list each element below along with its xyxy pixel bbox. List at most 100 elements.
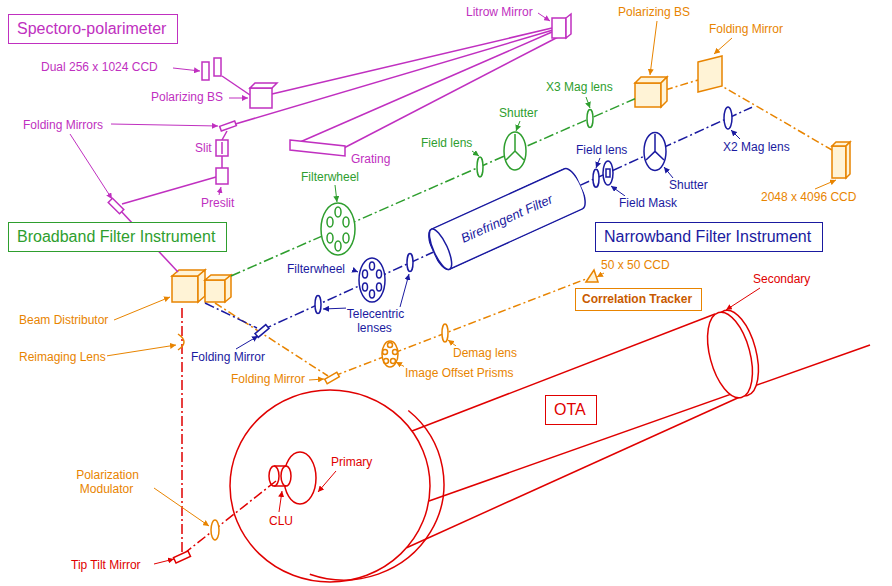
broadband-optics	[231, 99, 635, 276]
narrowband-optics	[596, 158, 600, 168]
tracker-optics	[106, 345, 176, 356]
narrowband-optics	[611, 186, 625, 196]
spectropolarimeter-optics	[111, 124, 218, 126]
broadband-optics	[335, 241, 341, 251]
tracker-optics	[154, 488, 209, 526]
tracker-optics	[846, 142, 850, 178]
broadband-optics	[587, 110, 593, 128]
broadband-optics	[586, 97, 590, 108]
spectropolarimeter-optics	[300, 32, 552, 142]
broadband-optics	[516, 121, 520, 131]
narrowband-optics	[644, 132, 666, 170]
part-label: Folding Mirror	[230, 372, 306, 386]
narrowband-optics	[603, 161, 613, 185]
narrowband-optics	[370, 290, 375, 298]
narrowband-optics	[606, 169, 610, 177]
tracker-optics	[815, 180, 836, 189]
telescope-optics	[173, 551, 190, 563]
part-label: Polarizing BS	[150, 90, 224, 104]
label-anchor: Dual 256 x 1024 CCD	[40, 60, 159, 74]
narrowband-optics	[315, 296, 321, 314]
label-anchor: Tip Tilt Mirror	[70, 558, 142, 572]
part-label: Shutter	[498, 106, 539, 120]
broadband-optics	[231, 97, 635, 276]
tracker-optics	[198, 270, 205, 302]
instrument-title: Narrowband Filter Instrument	[604, 227, 811, 246]
label-anchor: Secondary	[752, 272, 811, 286]
spectropolarimeter-optics	[272, 28, 552, 94]
spectropolarimeter-optics	[108, 198, 124, 214]
tracker-optics	[205, 280, 225, 302]
spectropolarimeter-optics	[222, 76, 250, 95]
instrument-title: Correlation Tracker	[582, 292, 692, 306]
narrowband-optics	[664, 167, 673, 178]
narrowband-optics	[377, 270, 382, 278]
part-label: Field lens	[575, 143, 628, 157]
label-anchor: Field lens	[420, 136, 473, 150]
instrument-box: OTA	[545, 395, 597, 425]
tracker-optics	[393, 350, 398, 355]
spectropolarimeter-optics	[250, 83, 277, 88]
narrowband-optics	[323, 308, 348, 309]
label-anchor: Polarization Modulator	[62, 468, 152, 496]
broadband-optics	[335, 207, 341, 217]
telescope-optics	[407, 396, 742, 548]
tracker-optics	[635, 83, 661, 107]
part-label: X2 Mag lens	[722, 140, 791, 154]
part-label: Polarization Modulator	[75, 468, 139, 496]
tracker-optics	[832, 146, 846, 178]
part-label: Polarizing BS	[617, 5, 691, 19]
spectropolarimeter-optics	[566, 14, 571, 38]
part-label: 2048 x 4096 CCD	[760, 190, 857, 204]
instrument-title: Broadband Filter Instrument	[17, 227, 215, 246]
tracker-optics	[665, 80, 698, 90]
label-anchor: Primary	[330, 455, 373, 469]
tracker-optics	[597, 273, 604, 277]
label-anchor: Field Mask	[618, 196, 678, 210]
part-label: Tip Tilt Mirror	[70, 558, 142, 572]
narrowband-optics	[377, 283, 382, 291]
narrowband-optics	[724, 107, 732, 129]
tracker-optics	[388, 343, 393, 348]
part-label: Slit	[194, 141, 213, 155]
narrowband-optics	[646, 134, 664, 160]
spectropolarimeter-optics	[538, 13, 550, 21]
spectropolarimeter-optics	[250, 88, 272, 108]
broadband-optics	[321, 203, 355, 255]
tracker-optics	[114, 297, 170, 320]
part-label: Beam Distributor	[18, 313, 109, 327]
label-anchor: Filterwheel	[286, 262, 346, 276]
cylinder-body	[424, 165, 590, 272]
part-label: Secondary	[752, 272, 811, 286]
spectropolarimeter-optics	[340, 36, 560, 150]
spectropolarimeter-optics	[214, 58, 221, 76]
label-anchor: Beam Distributor	[18, 313, 109, 327]
label-anchor: Telecentric lenses	[340, 307, 410, 335]
part-label: CLU	[268, 514, 294, 528]
broadband-optics	[343, 233, 349, 243]
tracker-optics	[211, 520, 219, 540]
label-anchor: Shutter	[668, 178, 709, 192]
broadband-optics	[335, 185, 337, 202]
label-anchor: X2 Mag lens	[722, 140, 791, 154]
label-anchor: Slit	[194, 141, 213, 155]
narrowband-optics	[255, 325, 269, 338]
spectropolarimeter-optics	[216, 168, 228, 184]
cylinder-end	[425, 226, 456, 272]
label-anchor: Filterwheel	[300, 170, 360, 184]
part-label: Grating	[350, 152, 391, 166]
tracker-optics	[383, 350, 388, 355]
narrowband-optics	[370, 262, 375, 270]
broadband-optics	[504, 132, 526, 170]
tracker-optics	[178, 334, 184, 350]
spectropolarimeter-optics	[232, 30, 553, 125]
label-anchor: Polarizing BS	[150, 90, 224, 104]
tracker-optics	[384, 359, 389, 364]
label-anchor: Reimaging Lens	[18, 350, 107, 364]
label-anchor: Field lens	[575, 143, 628, 157]
narrowband-optics	[205, 303, 257, 328]
instrument-box: Spectoro-polarimeter	[8, 14, 178, 44]
instrument-title: OTA	[554, 400, 586, 419]
part-label: Field lens	[420, 136, 473, 150]
